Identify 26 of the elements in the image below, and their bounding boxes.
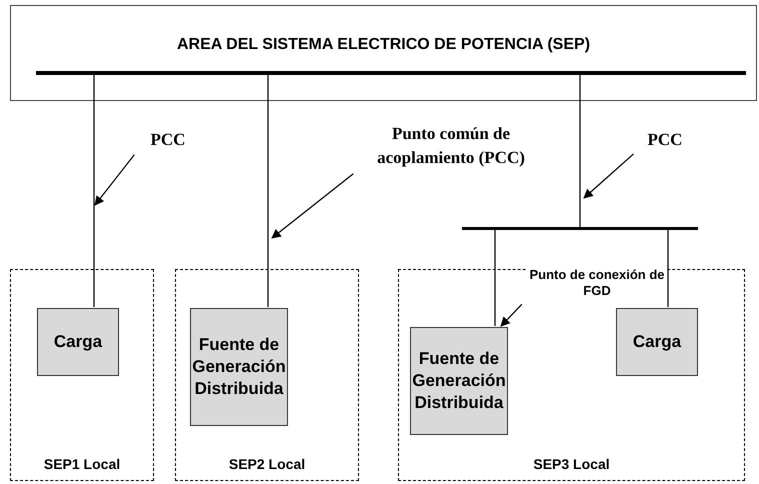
leader-arrow: [583, 154, 634, 199]
dashed-group: [10, 269, 154, 481]
connection-line: [579, 74, 581, 227]
callout-label: Punto común de acoplamiento (PCC): [358, 122, 544, 170]
area-frame: [10, 5, 757, 101]
leader-arrow: [94, 154, 135, 206]
leader-arrow: [500, 304, 522, 327]
bus-bar: [462, 227, 698, 230]
connection-line: [667, 230, 669, 307]
bus-bar: [36, 71, 746, 75]
callout-label: PCC: [138, 128, 198, 150]
dashed-group: [398, 269, 745, 481]
component-box: Fuente de Generación Distribuida: [190, 308, 288, 426]
group-label: SEP1 Local: [42, 456, 122, 472]
area-title: AREA DEL SISTEMA ELECTRICO DE POTENCIA (SEP): [176, 36, 592, 54]
component-box: Carga: [37, 308, 119, 376]
component-box: Carga: [616, 308, 698, 376]
group-label: SEP3 Local: [532, 456, 611, 472]
component-box: Fuente de Generación Distribuida: [410, 327, 508, 435]
group-label: SEP2 Local: [228, 456, 306, 472]
leader-arrow: [271, 173, 354, 239]
connection-line: [494, 230, 496, 326]
connection-line: [267, 74, 269, 307]
dashed-group: [175, 269, 359, 481]
connection-line: [93, 74, 95, 307]
callout-label: PCC: [638, 128, 692, 150]
